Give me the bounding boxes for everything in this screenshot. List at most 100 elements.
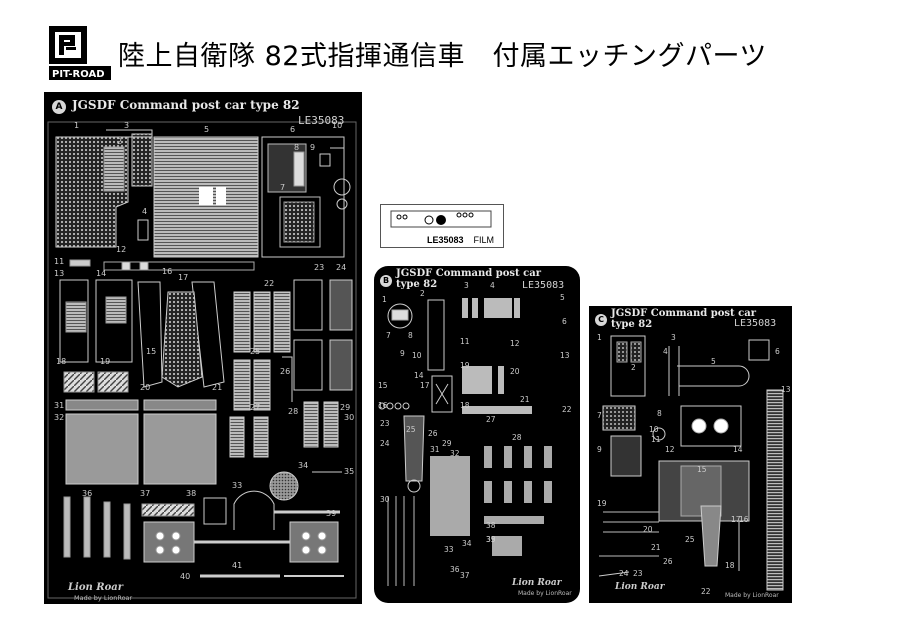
fret-a-part-number: 31 xyxy=(54,401,64,410)
fret-c-code: LE35083 xyxy=(734,318,777,329)
fret-c-part-number: 15 xyxy=(697,465,707,474)
fret-a-part-number: 29 xyxy=(340,403,350,412)
fret-b-part-number: 4 xyxy=(490,281,495,290)
fret-b-part-number: 36 xyxy=(450,565,460,574)
fret-b-part-number: 33 xyxy=(444,545,454,554)
fret-a-part-number: 37 xyxy=(140,489,150,498)
fret-b-part-number: 29 xyxy=(442,439,452,448)
fret-a-part-number: 38 xyxy=(186,489,196,498)
fret-c-part-number: 9 xyxy=(597,445,602,454)
fret-c-part-number: 4 xyxy=(663,347,668,356)
fret-c-brand: Lion Roar xyxy=(615,582,665,592)
fret-b-part-number: 9 xyxy=(400,349,405,358)
fret-c-part-number: 14 xyxy=(733,445,743,454)
fret-b-name-line1: JGSDF Command post car xyxy=(396,268,541,279)
fret-b-part-number: 27 xyxy=(486,415,496,424)
fret-c-part-number: 22 xyxy=(701,587,711,596)
fret-b-part-number: 17 xyxy=(420,381,430,390)
fret-a-part-number: 19 xyxy=(100,357,110,366)
fret-b-part-number: 12 xyxy=(510,339,520,348)
fret-a-part-number: 28 xyxy=(288,407,298,416)
fret-c-part-number: 24 xyxy=(619,569,629,578)
fret-c-part-number: 20 xyxy=(643,525,653,534)
fret-c-name-line1: JGSDF Command post car xyxy=(611,308,756,319)
fret-b-part-number: 23 xyxy=(380,419,390,428)
fret-c-part-number: 1 xyxy=(597,333,602,342)
fret-a-part-number: 39 xyxy=(326,509,336,518)
fret-a-part-number: 35 xyxy=(344,467,354,476)
fret-a-part-number: 7 xyxy=(280,183,285,192)
fret-b-part-number: 38 xyxy=(486,521,496,530)
fret-a-part-number: 5 xyxy=(204,125,209,134)
fret-a-part-number: 32 xyxy=(54,413,64,422)
fret-b-name-line2: type 82 xyxy=(396,279,438,290)
fret-a-part-number: 27 xyxy=(250,403,260,412)
fret-c-part-number: 23 xyxy=(633,569,643,578)
fret-b-part-number: 3 xyxy=(464,281,469,290)
page-title: 陸上自衛隊 82式指揮通信車 付属エッチングパーツ xyxy=(118,41,767,72)
fret-b-part-number: 30 xyxy=(380,495,390,504)
fret-b-made-by: Made by LionRoar xyxy=(518,590,572,597)
fret-b-part-number: 15 xyxy=(378,381,388,390)
fret-c-letter: C xyxy=(595,314,607,326)
fret-c-part-number: 10 xyxy=(649,425,659,434)
fret-b-part-number: 16 xyxy=(378,401,388,410)
fret-a-part-number: 20 xyxy=(140,383,150,392)
fret-c-part-number: 3 xyxy=(671,333,676,342)
fret-a-part-number: 9 xyxy=(310,143,315,152)
fret-b-part-number: 25 xyxy=(406,425,416,434)
fret-a-part-number: 18 xyxy=(56,357,66,366)
fret-a-letter: A xyxy=(52,100,66,114)
fret-b-part-number: 35 xyxy=(486,535,496,544)
fret-c-part-number: 13 xyxy=(781,385,791,394)
fret-a-part-number: 30 xyxy=(344,413,354,422)
fret-b-part-number: 34 xyxy=(462,539,472,548)
fret-a-code: LE35083 xyxy=(298,114,345,127)
fret-c-part-number: 7 xyxy=(597,411,602,420)
fret-c-part-number: 8 xyxy=(657,409,662,418)
fret-a-part-number: 6 xyxy=(290,125,295,134)
fret-b-part-number: 37 xyxy=(460,571,470,580)
fret-b-part-number: 14 xyxy=(414,371,424,380)
fret-b-part-number: 20 xyxy=(510,367,520,376)
fret-a-part-number: 22 xyxy=(264,279,274,288)
fret-b-part-number: 24 xyxy=(380,439,390,448)
fret-b-part-number: 6 xyxy=(562,317,567,326)
fret-a-part-number: 15 xyxy=(146,347,156,356)
pit-road-logo-icon: PIT-ROAD xyxy=(49,26,111,80)
fret-c-part-number: 5 xyxy=(711,357,716,366)
fret-b-part-number: 2 xyxy=(420,289,425,298)
fret-b-part-number: 18 xyxy=(460,401,470,410)
fret-a-part-number: 1 xyxy=(74,121,79,130)
svg-text:PIT-ROAD: PIT-ROAD xyxy=(52,69,105,80)
fret-a-part-number: 14 xyxy=(96,269,106,278)
fret-b-part-number: 7 xyxy=(386,331,391,340)
fret-b-letter: B xyxy=(380,275,392,287)
fret-c-part-number: 17 xyxy=(731,515,741,524)
fret-a-part-number: 33 xyxy=(232,481,242,490)
fret-b-part-number: 11 xyxy=(460,337,470,346)
fret-b-part-number: 13 xyxy=(560,351,570,360)
fret-a-part-number: 24 xyxy=(336,263,346,272)
fret-b-part-number: 19 xyxy=(460,361,470,370)
fret-a-part-number: 16 xyxy=(162,267,172,276)
fret-a-part-number: 23 xyxy=(314,263,324,272)
film-parts xyxy=(390,210,492,228)
fret-c-part-number: 12 xyxy=(665,445,675,454)
fret-a-brand: Lion Roar xyxy=(68,582,123,593)
fret-c-part-number: 21 xyxy=(651,543,661,552)
fret-c-part-number: 6 xyxy=(775,347,780,356)
fret-a-part-number: 21 xyxy=(212,383,222,392)
fret-a-part-number: 26 xyxy=(280,367,290,376)
fret-a-part-number: 25 xyxy=(250,347,260,356)
fret-b-part-number: 28 xyxy=(512,433,522,442)
fret-c-made-by: Made by LionRoar xyxy=(725,592,779,599)
fret-a-made-by: Made by LionRoar xyxy=(74,594,133,602)
fret-b-brand: Lion Roar xyxy=(512,578,562,588)
